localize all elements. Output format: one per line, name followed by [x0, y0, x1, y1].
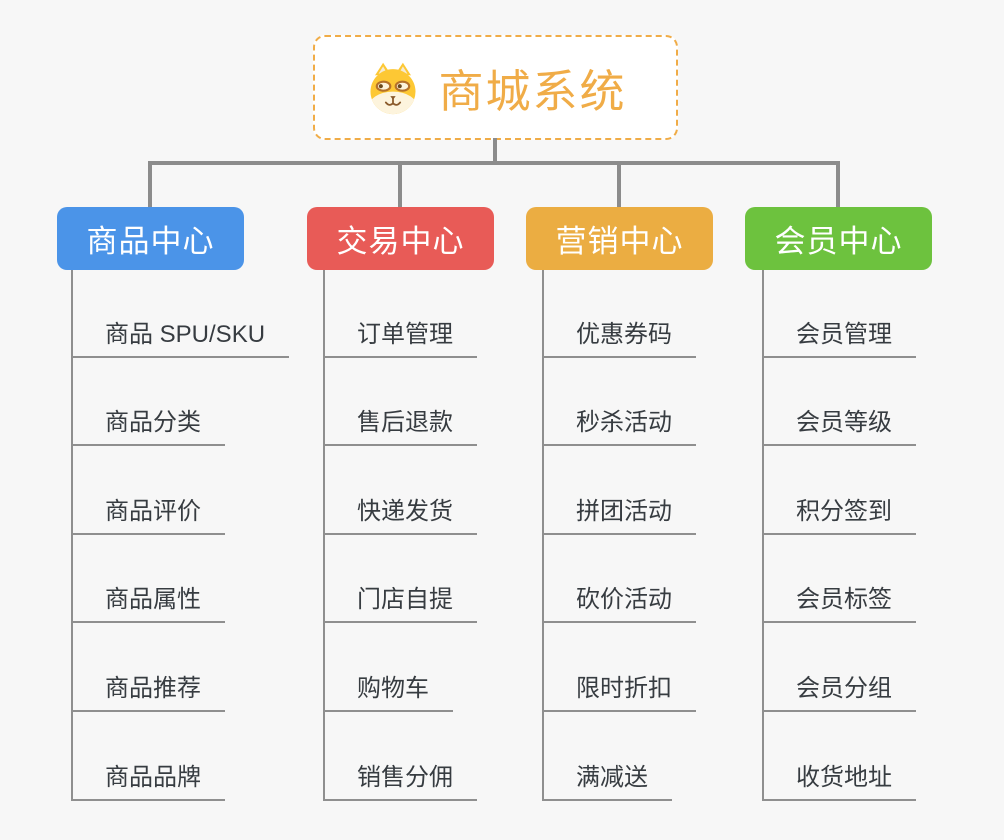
child-node-label: 商品评价 — [105, 497, 201, 525]
child-node[interactable]: 快递发货 — [323, 446, 477, 535]
child-node[interactable]: 会员标签 — [762, 535, 916, 624]
trunk-line-branch-4 — [762, 269, 764, 801]
child-node-label: 商品推荐 — [105, 674, 201, 702]
child-node[interactable]: 门店自提 — [323, 535, 477, 624]
child-node-label: 商品属性 — [105, 586, 201, 614]
child-node-label: 收货地址 — [796, 763, 892, 791]
connector-root-drop — [493, 138, 497, 165]
connector-drop-branch-2 — [398, 163, 402, 209]
child-node-label: 会员管理 — [796, 320, 892, 348]
child-node[interactable]: 积分签到 — [762, 446, 916, 535]
child-node[interactable]: 商品评价 — [71, 446, 225, 535]
child-node[interactable]: 满减送 — [542, 712, 672, 801]
child-node-label: 订单管理 — [357, 320, 453, 348]
connector-drop-branch-3 — [617, 163, 621, 209]
root-node[interactable]: 商城系统 — [313, 35, 678, 140]
child-node[interactable]: 商品品牌 — [71, 712, 225, 801]
branch-node-trade-center[interactable]: 交易中心 — [307, 207, 494, 270]
branch-children-member-center: 会员管理 会员等级 积分签到 会员标签 会员分组 收货地址 — [762, 269, 916, 801]
child-node-label: 商品 SPU/SKU — [105, 320, 266, 348]
child-node[interactable]: 购物车 — [323, 623, 453, 712]
branch-node-product-center[interactable]: 商品中心 — [57, 207, 244, 270]
dog-face-icon — [370, 62, 416, 114]
root-title: 商城系统 — [438, 66, 627, 117]
trunk-line-branch-2 — [323, 269, 325, 801]
child-node-label: 售后退款 — [357, 409, 453, 437]
child-node[interactable]: 限时折扣 — [542, 623, 696, 712]
child-node[interactable]: 拼团活动 — [542, 446, 696, 535]
trunk-line-branch-1 — [71, 269, 73, 801]
child-node-label: 购物车 — [357, 674, 429, 702]
child-node-label: 砍价活动 — [576, 586, 672, 614]
child-node-label: 会员等级 — [796, 409, 892, 437]
child-node[interactable]: 销售分佣 — [323, 712, 477, 801]
child-node-label: 满减送 — [576, 763, 648, 791]
child-node[interactable]: 商品属性 — [71, 535, 225, 624]
branch-node-member-center[interactable]: 会员中心 — [745, 207, 932, 270]
child-node[interactable]: 售后退款 — [323, 358, 477, 447]
child-node-label: 商品分类 — [105, 409, 201, 437]
child-node-label: 拼团活动 — [576, 497, 672, 525]
child-node-label: 优惠券码 — [576, 320, 672, 348]
branch-node-marketing-center[interactable]: 营销中心 — [526, 207, 713, 270]
child-node-label: 门店自提 — [357, 586, 453, 614]
child-node[interactable]: 会员管理 — [762, 269, 916, 358]
child-node-label: 积分签到 — [796, 497, 892, 525]
child-node[interactable]: 商品分类 — [71, 358, 225, 447]
child-node[interactable]: 优惠券码 — [542, 269, 696, 358]
child-node-label: 会员标签 — [796, 586, 892, 614]
child-node-label: 商品品牌 — [105, 763, 201, 791]
child-node-label: 销售分佣 — [357, 763, 453, 791]
child-node[interactable]: 商品 SPU/SKU — [71, 269, 290, 358]
child-node[interactable]: 订单管理 — [323, 269, 477, 358]
child-node[interactable]: 砍价活动 — [542, 535, 696, 624]
child-node-label: 限时折扣 — [576, 674, 672, 702]
trunk-line-branch-3 — [542, 269, 544, 801]
connector-drop-branch-4 — [836, 163, 840, 209]
child-node-label: 快递发货 — [357, 497, 453, 525]
connector-drop-branch-1 — [148, 163, 152, 209]
child-node[interactable]: 秒杀活动 — [542, 358, 696, 447]
child-node[interactable]: 收货地址 — [762, 712, 916, 801]
child-node[interactable]: 商品推荐 — [71, 623, 225, 712]
connector-bus — [148, 161, 840, 165]
branch-children-marketing-center: 优惠券码 秒杀活动 拼团活动 砍价活动 限时折扣 满减送 — [542, 269, 696, 801]
child-node-label: 秒杀活动 — [576, 409, 672, 437]
child-node-label: 会员分组 — [796, 674, 892, 702]
branch-children-product-center: 商品 SPU/SKU 商品分类 商品评价 商品属性 商品推荐 商品品牌 — [71, 269, 290, 801]
branch-children-trade-center: 订单管理 售后退款 快递发货 门店自提 购物车 销售分佣 — [323, 269, 477, 801]
child-node[interactable]: 会员等级 — [762, 358, 916, 447]
child-node[interactable]: 会员分组 — [762, 623, 916, 712]
